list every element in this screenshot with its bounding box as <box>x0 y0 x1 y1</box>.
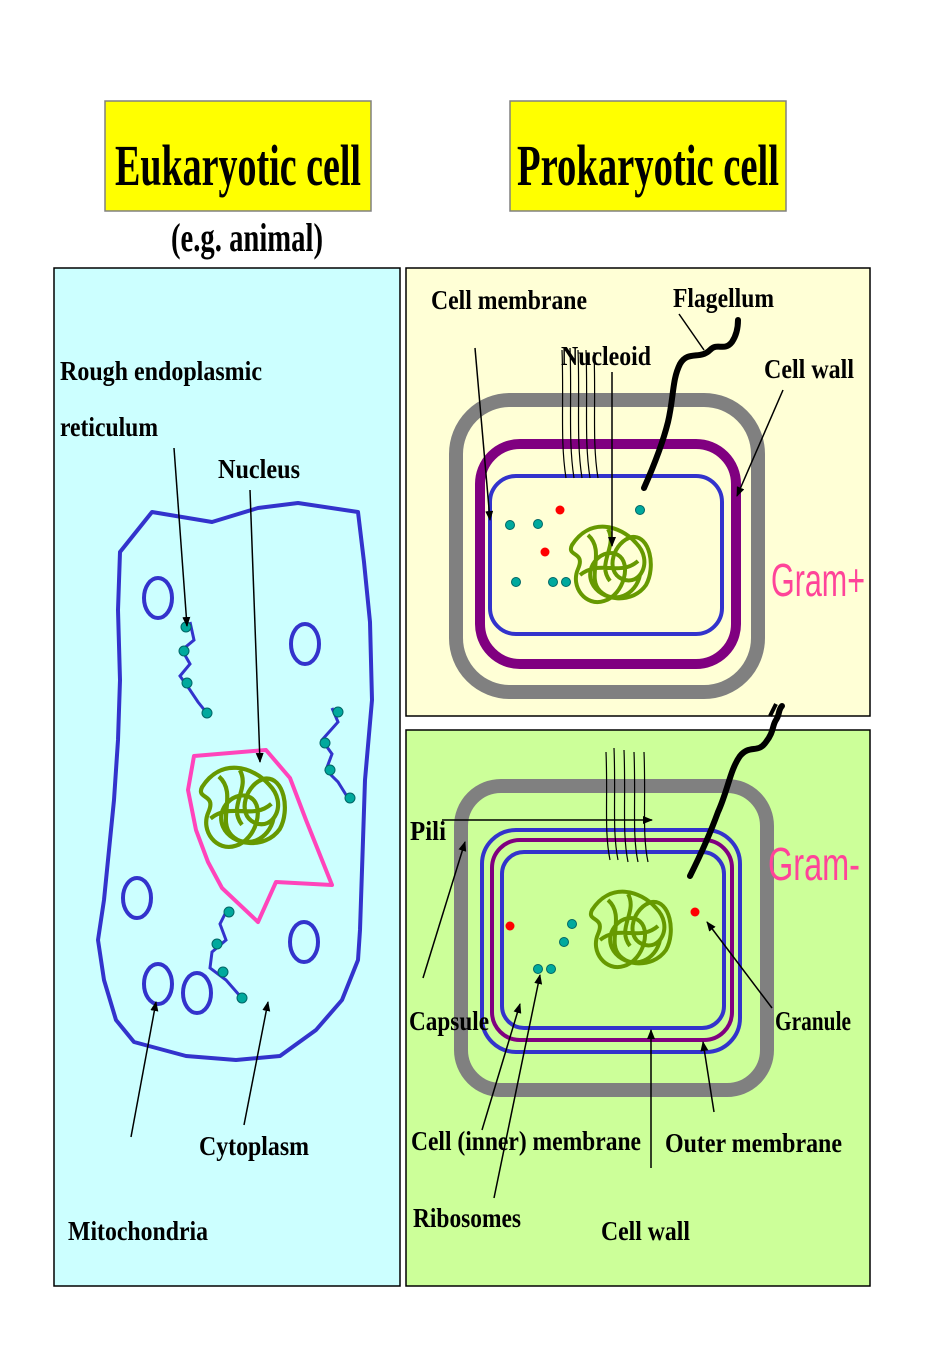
gram-positive-label: Gram+ <box>771 554 865 606</box>
gram-positive-flagellum <box>641 317 741 491</box>
mitochondria-arrow <box>130 1001 159 1138</box>
gram-positive-ribosomes <box>505 505 645 587</box>
outer-membrane-arrow <box>700 1041 715 1113</box>
gram-negative-cell-wall-label: Cell wall <box>601 1216 690 1246</box>
eukaryotic-cell-membrane <box>96 501 374 1062</box>
gram-positive-panel: Cell membrane Flagellum Nucleoid Cell wa… <box>405 267 871 717</box>
gram-negative-panel: Pili Gram- Capsule Granule Cell (inner) … <box>405 703 871 1287</box>
cell-wall-arrow-top <box>736 389 784 497</box>
nucleus-label: Nucleus <box>218 454 300 484</box>
gram-negative-ribosomes <box>533 919 577 974</box>
eukaryotic-panel: Rough endoplasmic reticulum Nucleus Cyto… <box>53 267 401 1287</box>
gram-positive-pili <box>561 347 599 479</box>
capsule-arrow <box>422 841 467 979</box>
cytoplasm-label: Cytoplasm <box>199 1131 309 1161</box>
pili-label: Pili <box>410 816 446 846</box>
gram-positive-cell-wall <box>449 393 765 699</box>
inner-membrane-arrow <box>481 1003 522 1131</box>
granule-label: Granule <box>775 1006 851 1036</box>
prokaryotic-title-box: Prokaryotic cell <box>509 100 787 212</box>
inner-membrane-label: Cell (inner) membrane <box>411 1126 641 1156</box>
cytoplasm-arrow <box>243 1001 271 1126</box>
granule-arrow <box>706 921 773 1009</box>
gram-positive-outer-layer <box>475 439 741 669</box>
gram-negative-pili <box>605 747 649 863</box>
flagellum-leader <box>678 313 705 351</box>
gram-positive-cell-membrane-label: Cell membrane <box>431 285 587 315</box>
eukaryotic-title: Eukaryotic cell <box>115 133 361 198</box>
gram-positive-cell-membrane <box>488 474 724 636</box>
gram-positive-cell-membrane-arrow <box>474 347 494 521</box>
rough-er-arrow <box>173 447 191 627</box>
ribosomes-arrow <box>493 974 543 1199</box>
rough-endoplasmic-reticulum <box>178 621 356 1004</box>
nucleus-envelope <box>186 748 334 924</box>
gram-negative-capsule <box>454 779 774 1097</box>
gram-negative-flagellum <box>687 703 785 879</box>
mitochondria <box>121 576 321 1015</box>
nucleoid-label: Nucleoid <box>561 341 651 371</box>
rough-er-label-line2: reticulum <box>60 412 158 442</box>
gram-negative-granules <box>505 907 700 931</box>
gram-negative-label: Gram- <box>768 838 860 890</box>
rough-er-label-line1: Rough endoplasmic <box>60 356 262 386</box>
capsule-label: Capsule <box>409 1006 489 1036</box>
gram-negative-cell-wall <box>490 838 734 1042</box>
outer-membrane-label: Outer membrane <box>665 1128 842 1158</box>
prokaryotic-title: Prokaryotic cell <box>517 133 779 198</box>
gram-negative-outer-membrane <box>480 828 742 1054</box>
ribosomes-label: Ribosomes <box>413 1203 521 1233</box>
flagellum-label: Flagellum <box>673 283 774 313</box>
eukaryotic-title-box: Eukaryotic cell <box>104 100 372 212</box>
gram-negative-inner-membrane <box>500 850 726 1030</box>
nucleus-arrow <box>249 489 264 763</box>
eukaryotic-subtitle: (e.g. animal) <box>171 215 323 260</box>
mitochondria-label: Mitochondria <box>68 1216 208 1246</box>
gram-positive-cell-wall-label: Cell wall <box>764 354 854 384</box>
gram-positive-granules <box>540 505 565 557</box>
